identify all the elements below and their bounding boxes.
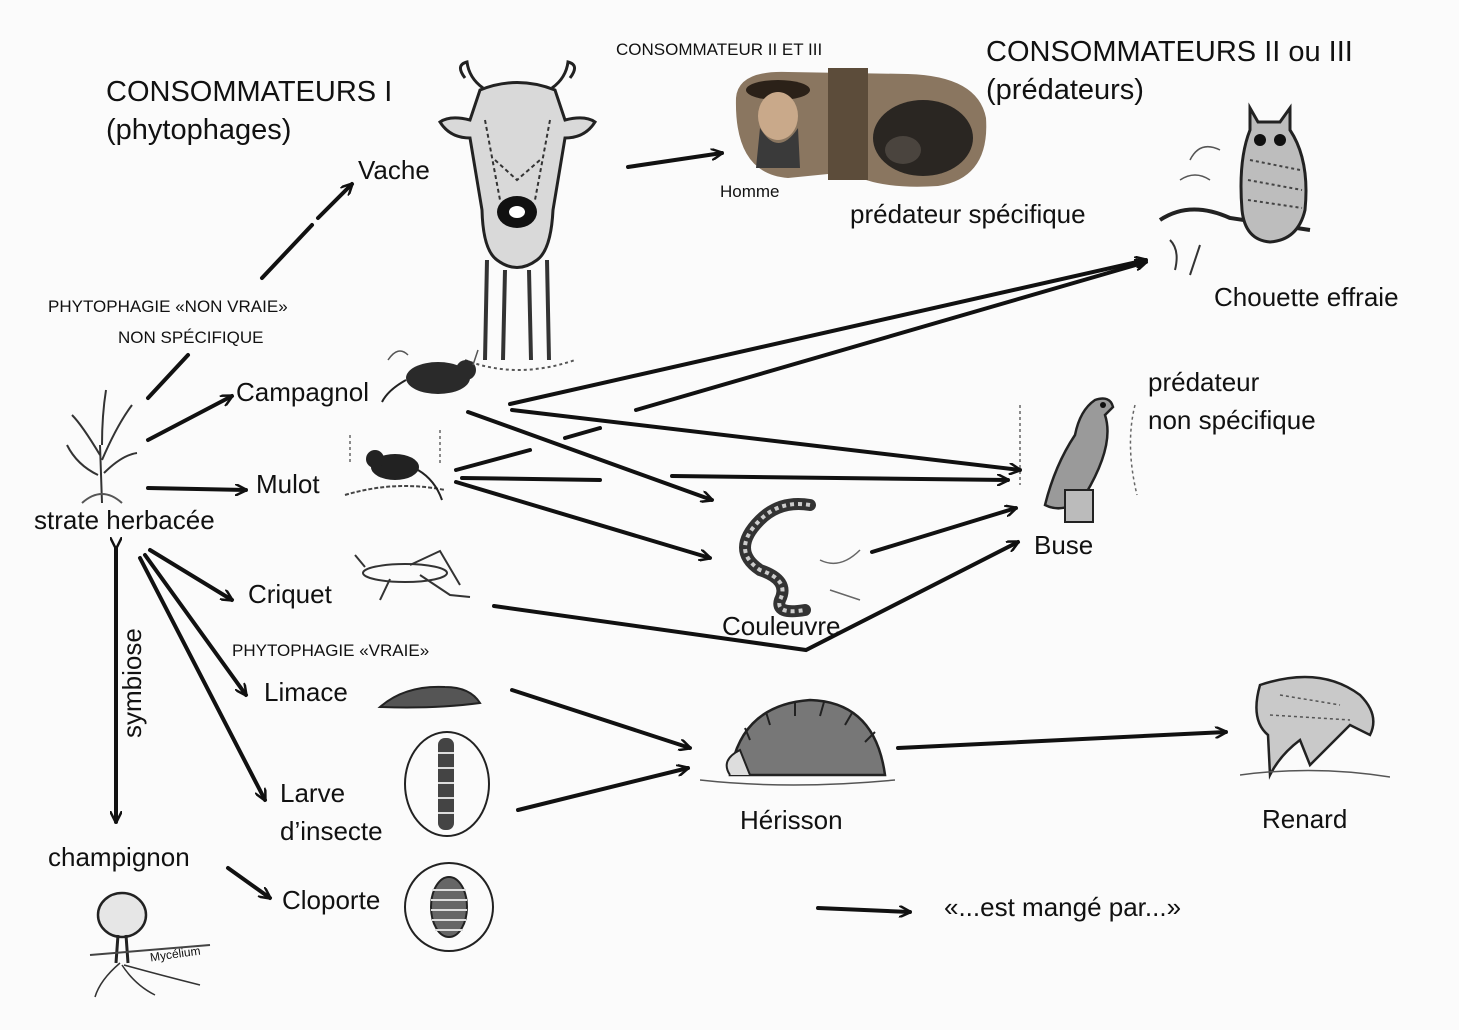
node-campagnol: Campagnol	[236, 378, 369, 408]
header-consumers-2-3-line1: CONSOMMATEURS II ou III	[986, 36, 1353, 69]
legend-arrow	[818, 908, 910, 912]
node-larve-line2: d’insecte	[280, 817, 383, 847]
arrow-campagnol-chouette	[510, 260, 1146, 404]
node-criquet: Criquet	[248, 580, 332, 610]
header-consumers-1-line1: CONSOMMATEURS I	[106, 76, 392, 109]
arrow-strate-larve	[140, 558, 265, 800]
header-consumers-1-line2: (phytophages)	[106, 114, 291, 147]
arrow-herisson-renard	[898, 732, 1226, 748]
node-chouette: Chouette effraie	[1214, 283, 1399, 313]
arrow-mulot-chouette-b	[565, 428, 600, 438]
node-limace: Limace	[264, 678, 348, 708]
annotation-predateur-non-specifique-line1: prédateur	[1148, 368, 1259, 398]
node-couleuvre: Couleuvre	[722, 612, 841, 642]
annotation-phyto-non-vraie-line2: NON SPÉCIFIQUE	[118, 328, 263, 348]
legend-text: «...est mangé par...»	[944, 893, 1181, 923]
annotation-predateur-non-specifique-line2: non spécifique	[1148, 406, 1316, 436]
node-homme: Homme	[720, 182, 780, 202]
arrow-champignon-cloporte	[228, 868, 270, 898]
arrow-campagnol-buse	[512, 410, 1020, 470]
node-renard: Renard	[1262, 805, 1347, 835]
node-cloporte: Cloporte	[282, 886, 380, 916]
arrow-strate-campagnol	[148, 396, 232, 440]
node-strate-herbacee: strate herbacée	[34, 506, 215, 536]
arrow-mulot-couleuvre	[456, 482, 710, 558]
arrow-strate-criquet	[150, 550, 232, 600]
arrow-strate-vache-head	[318, 184, 352, 218]
annotation-phyto-vraie: PHYTOPHAGIE «VRAIE»	[232, 641, 429, 661]
annotation-phyto-non-vraie-line1: PHYTOPHAGIE «NON VRAIE»	[48, 297, 288, 317]
annotation-symbiose: symbiose	[118, 628, 148, 738]
arrow-vache-homme	[628, 153, 722, 167]
arrow-mulot-chouette-c	[636, 262, 1146, 410]
arrow-larve-herisson	[518, 768, 688, 810]
node-buse: Buse	[1034, 531, 1093, 561]
arrow-couleuvre-buse	[872, 508, 1016, 552]
arrow-strate-phyto	[148, 355, 188, 398]
node-champignon: champignon	[48, 843, 190, 873]
arrow-mulot-chouette-a	[456, 450, 530, 470]
node-mulot: Mulot	[256, 470, 320, 500]
arrow-limace-herisson	[512, 690, 690, 748]
arrow-strate-mulot	[148, 488, 246, 490]
node-herisson: Hérisson	[740, 806, 843, 836]
arrow-mulot-buse-b	[672, 476, 1008, 480]
arrow-mulot-buse-a	[462, 478, 600, 480]
node-larve-line1: Larve	[280, 779, 345, 809]
arrow-strate-vache	[262, 225, 312, 278]
header-consumers-2-3-line2: (prédateurs)	[986, 74, 1144, 107]
node-vache: Vache	[358, 156, 430, 186]
annotation-predateur-specifique: prédateur spécifique	[850, 200, 1086, 230]
header-consumers-2-3-small: CONSOMMATEUR II ET III	[616, 40, 822, 60]
